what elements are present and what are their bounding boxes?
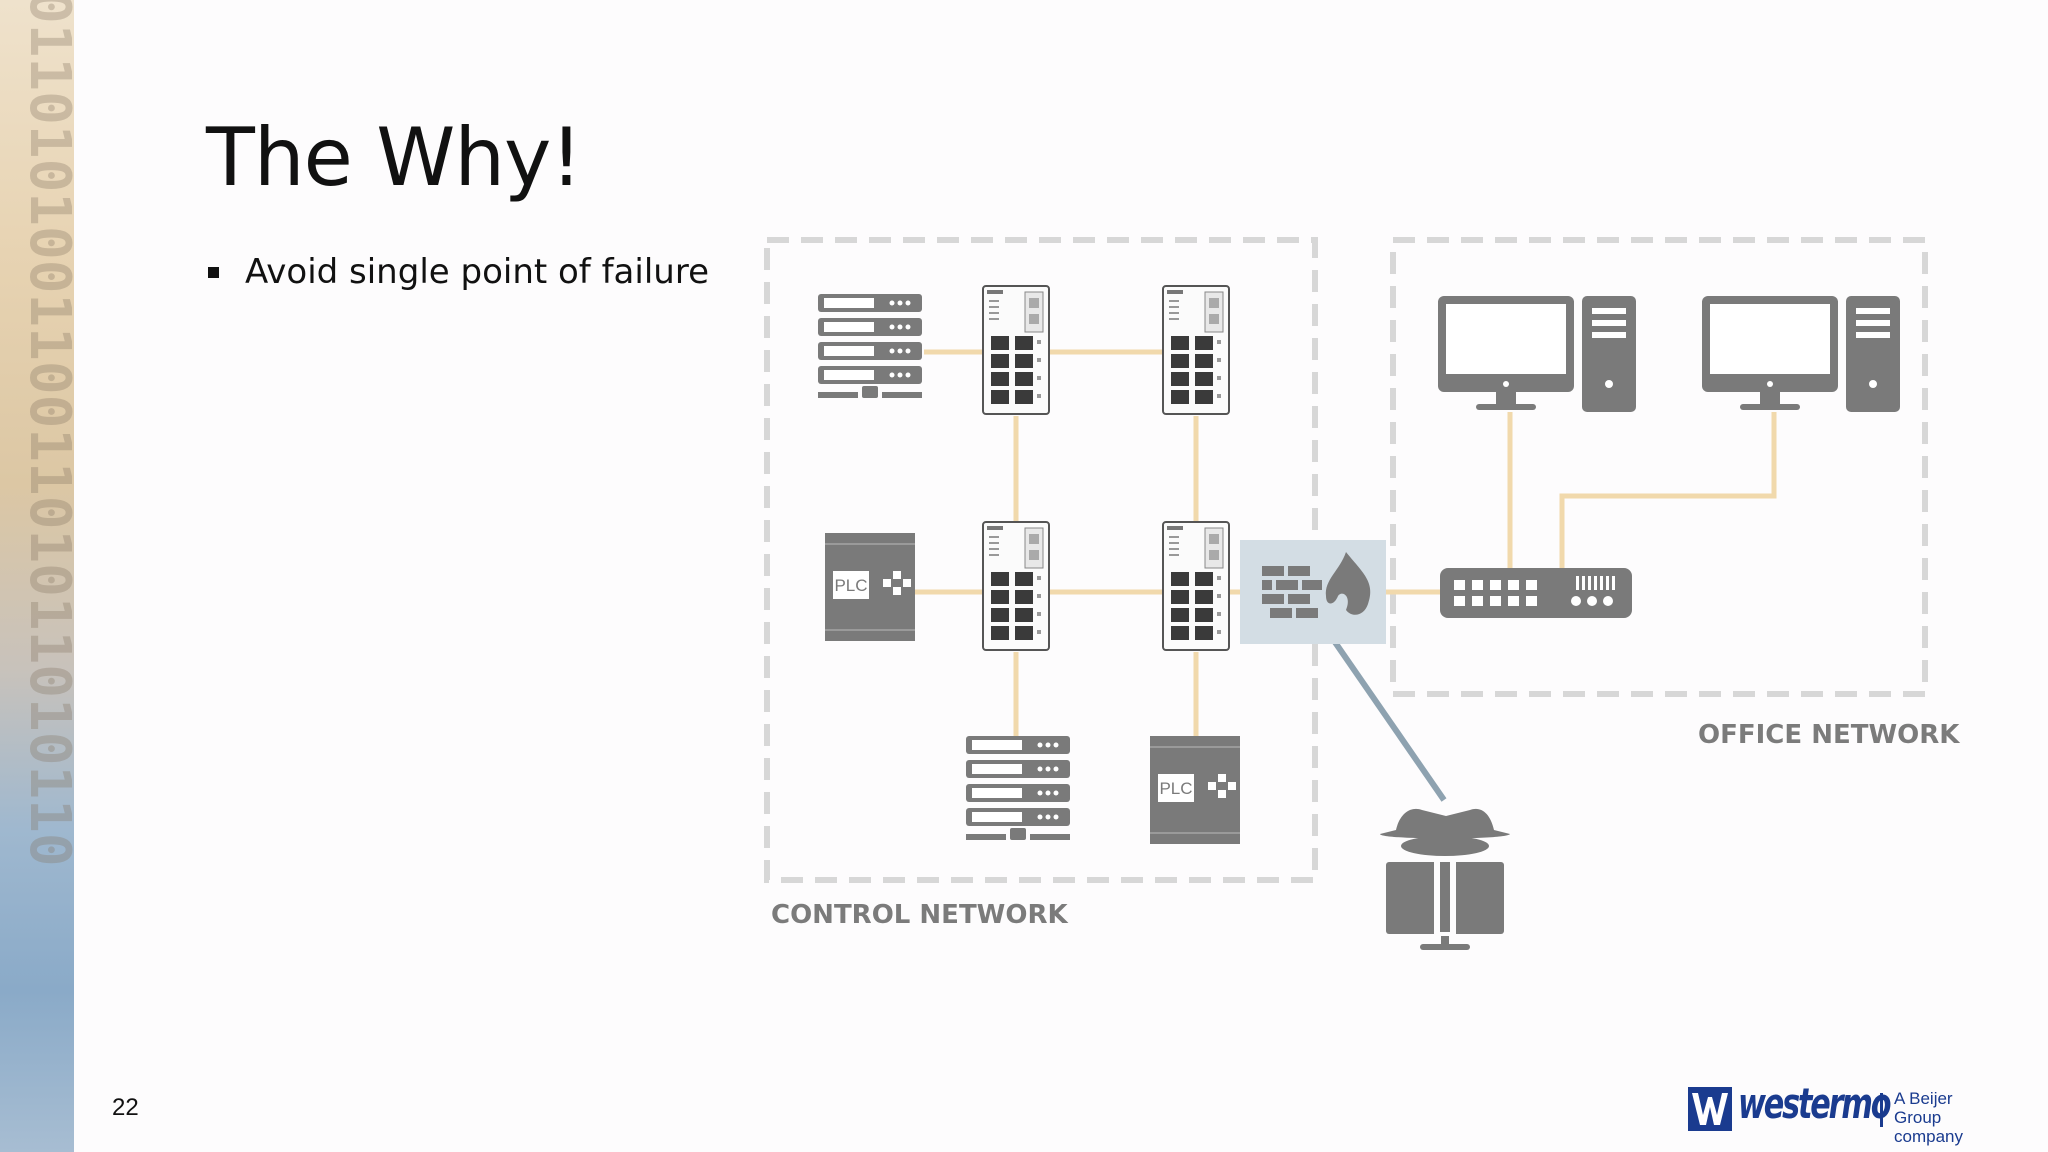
industrial-switch-icon — [1162, 285, 1230, 415]
control-network-label: CONTROL NETWORK — [771, 900, 1068, 930]
industrial-switch-icon — [1162, 521, 1230, 651]
industrial-switch-icon — [982, 521, 1050, 651]
westermo-logo-icon — [1688, 1087, 1732, 1131]
logo-divider — [1880, 1093, 1883, 1127]
plc-icon: PLC — [825, 533, 915, 641]
plc-label: PLC — [834, 576, 867, 595]
plc-label: PLC — [1159, 779, 1192, 798]
logo-tagline-line1: A Beijer Group — [1894, 1089, 1953, 1127]
westermo-logo: westermo A Beijer Group company — [1688, 1079, 2004, 1146]
firewall-icon — [1240, 540, 1386, 644]
bullet-text: Avoid single point of failure — [245, 252, 709, 292]
desktop-computer-icon — [1438, 296, 1636, 412]
office-switch-icon — [1440, 568, 1632, 618]
rack-server-icon — [818, 294, 922, 398]
rack-server-icon — [966, 736, 1070, 840]
binary-digits-background: 01101010011001101011010110 — [17, 0, 74, 867]
desktop-computer-icon — [1702, 296, 1900, 412]
network-cables — [908, 349, 1777, 742]
office-network-label: OFFICE NETWORK — [1698, 720, 1960, 750]
plc-icon: PLC — [1150, 736, 1240, 844]
slide-title: The Why! — [206, 111, 582, 204]
hacker-icon — [1380, 808, 1510, 950]
bullet-marker-icon — [208, 266, 219, 278]
logo-wordmark: westermo — [1738, 1079, 1891, 1128]
decorative-side-strip: 01101010011001101011010110 — [0, 0, 74, 1152]
office-network-zone — [1390, 237, 1928, 697]
logo-tagline-line2: company — [1894, 1127, 1963, 1146]
page-number: 22 — [112, 1094, 139, 1121]
bullet-item: Avoid single point of failure — [208, 252, 709, 292]
industrial-switch-icon — [982, 285, 1050, 415]
logo-tagline: A Beijer Group company — [1894, 1089, 2004, 1146]
